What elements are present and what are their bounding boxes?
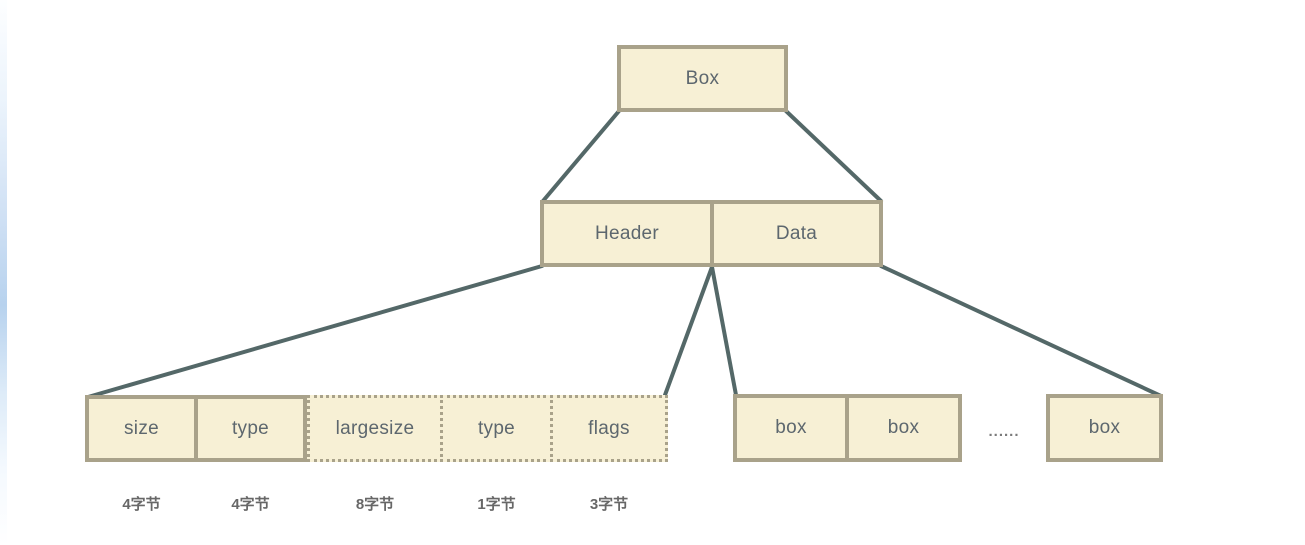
ellipsis-more-boxes: ...... [988,423,1020,440]
field-type-2-label: type [477,417,516,439]
child-box-3-label: box [1088,417,1121,438]
field-size-label: size [124,417,159,439]
child-box-2: box [845,394,962,462]
child-box-1-label: box [775,417,807,438]
node-data-label: Data [775,222,818,244]
byte-label-type-2: 1字节 [477,496,516,513]
field-type-label: type [231,417,270,439]
slide-left-edge-strip [0,0,7,545]
field-largesize: largesize [307,395,443,462]
field-largesize-label: largesize [335,417,415,439]
field-size: size [85,395,198,462]
child-box-2-label: box [887,417,920,438]
node-header-label: Header [594,222,660,244]
byte-label-flags: 3字节 [589,496,629,513]
field-type-2: type [440,395,553,462]
node-box: Box [617,45,788,112]
edge-header-to-flags [663,265,714,397]
byte-label-largesize: 8字节 [355,496,395,513]
edge-box-to-header [541,109,621,203]
byte-label-type: 4字节 [231,496,270,513]
child-box-3: box [1046,394,1163,462]
byte-label-size: 4字节 [122,496,161,513]
field-flags: flags [550,395,668,462]
node-header: Header [540,200,714,267]
edge-header-to-size [86,264,544,399]
edge-data-to-box3 [879,264,1163,398]
node-box-label: Box [685,67,720,89]
field-flags-label: flags [588,417,630,439]
edge-box-to-data [784,109,883,203]
node-data: Data [710,200,883,267]
child-box-1: box [733,394,849,462]
edge-data-to-box1 [710,265,738,397]
field-type: type [194,395,307,462]
